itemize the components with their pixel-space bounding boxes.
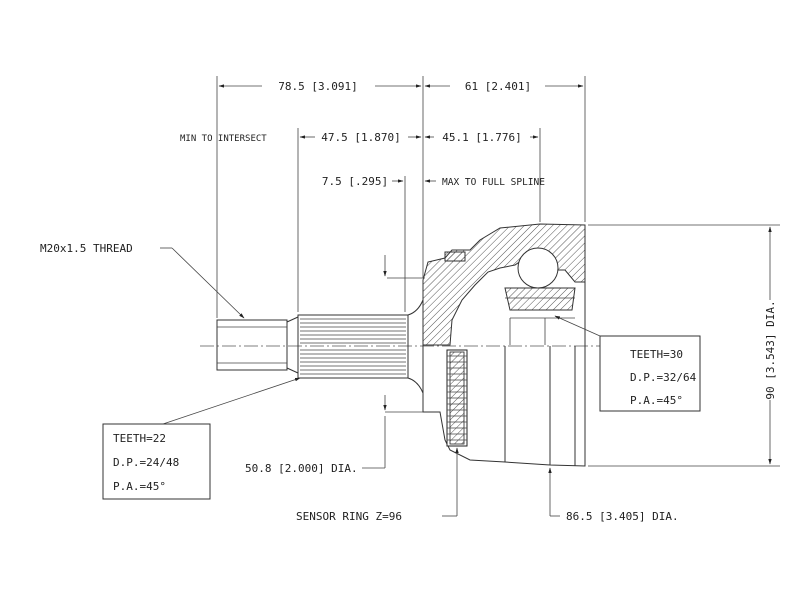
spec-outer-dp: D.P.=24/48 bbox=[113, 456, 179, 469]
threaded-stub bbox=[216, 316, 299, 374]
spec-outer-teeth: TEETH=22 bbox=[113, 432, 166, 445]
callout-sensor-ring: SENSOR RING Z=96 bbox=[296, 510, 402, 523]
spec-box-outer bbox=[102, 423, 211, 500]
callout-thread: M20x1.5 THREAD bbox=[40, 242, 133, 255]
sensor-ring bbox=[446, 349, 468, 447]
label-min-to-intersect: MIN TO INTERSECT bbox=[180, 134, 267, 144]
dim-housing-depth: 45.1 [1.776] bbox=[442, 131, 521, 144]
dim-overall-stub: 78.5 [3.091] bbox=[278, 80, 357, 93]
spec-inner-teeth: TEETH=30 bbox=[630, 348, 683, 361]
spec-outer-pa: P.A.=45° bbox=[113, 480, 166, 493]
dim-housing-dia: 90 [3.543] DIA. bbox=[764, 300, 777, 399]
spec-box-inner bbox=[599, 335, 701, 412]
dim-bell-dia: 86.5 [3.405] DIA. bbox=[566, 510, 679, 523]
dim-shoulder-dia: 50.8 [2.000] DIA. bbox=[245, 462, 358, 475]
splined-shaft bbox=[297, 280, 424, 412]
housing-lower bbox=[422, 225, 586, 467]
dim-spline-offset: 7.5 [.295] bbox=[322, 175, 388, 188]
label-max-to-full-spline: MAX TO FULL SPLINE bbox=[442, 177, 545, 188]
spec-inner-dp: D.P.=32/64 bbox=[630, 371, 697, 384]
spec-inner-pa: P.A.=45° bbox=[630, 394, 683, 407]
dim-min-to-intersect: 47.5 [1.870] bbox=[321, 131, 400, 144]
housing-upper-section bbox=[422, 223, 586, 346]
dim-housing-length: 61 [2.401] bbox=[465, 80, 531, 93]
